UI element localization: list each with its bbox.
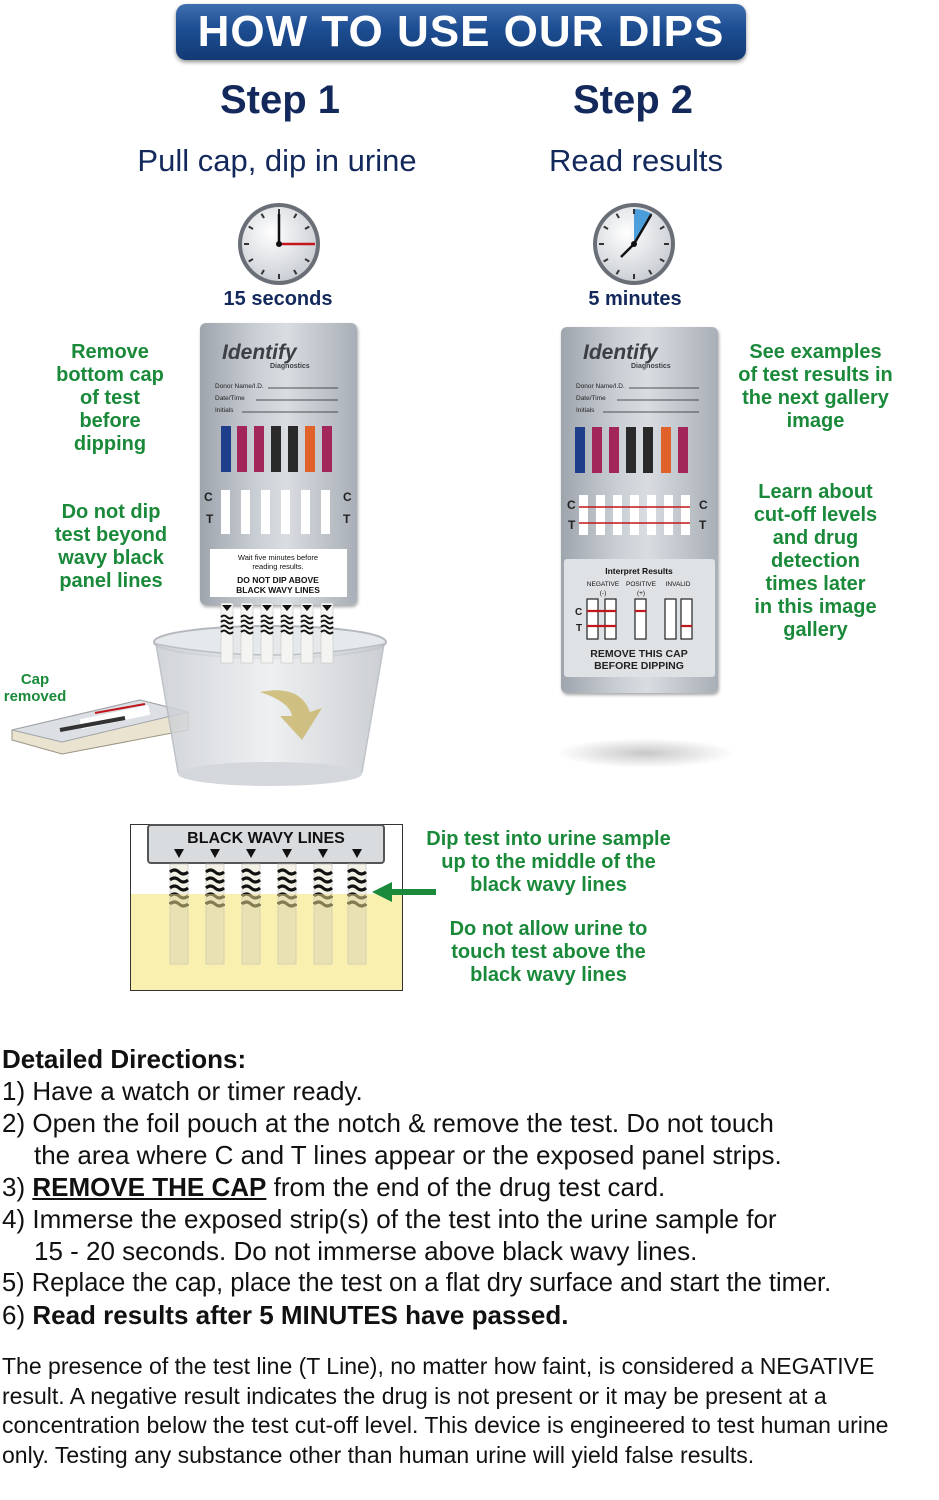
card-brand: Identify [222, 341, 298, 364]
svg-text:C: C [699, 498, 708, 512]
directions-title: Detailed Directions: [2, 1044, 247, 1074]
direction-3: 3) REMOVE THE CAP from the end of the dr… [2, 1172, 666, 1202]
svg-text:BEFORE DIPPING: BEFORE DIPPING [594, 660, 684, 672]
step-1-title: Step 1 [219, 78, 341, 122]
svg-text:T: T [568, 518, 576, 532]
svg-text:Donor Name/I.D.: Donor Name/I.D. [576, 383, 625, 390]
direction-6: 6) Read results after 5 MINUTES have pas… [2, 1300, 569, 1330]
svg-text:C: C [343, 490, 352, 504]
direction-4a: 4) Immerse the exposed strip(s) of the t… [2, 1204, 777, 1234]
svg-text:DO NOT DIP ABOVE: DO NOT DIP ABOVE [237, 575, 319, 585]
removed-cap-image [11, 699, 189, 755]
test-card-step-1-details: Identify Diagnostics Donor Name/I.D. Dat… [204, 341, 352, 597]
svg-text:Initials: Initials [215, 407, 234, 414]
test-card-step-2-details: Identify Diagnostics Donor Name/I.D. Dat… [564, 341, 715, 677]
svg-text:T: T [699, 518, 707, 532]
step-2-title: Step 2 [572, 78, 694, 122]
svg-text:C: C [204, 490, 213, 504]
svg-text:(-): (-) [600, 590, 607, 597]
card-brand: Identify [583, 341, 659, 364]
svg-text:BLACK WAVY LINES: BLACK WAVY LINES [236, 585, 320, 595]
step-1-subtitle: Pull cap, dip in urine [137, 143, 417, 178]
svg-text:POSITIVE: POSITIVE [626, 581, 657, 588]
svg-text:T: T [343, 512, 351, 526]
detail-header: BLACK WAVY LINES [187, 830, 345, 847]
direction-3-emphasis: REMOVE THE CAP [32, 1172, 267, 1202]
svg-text:T: T [576, 623, 582, 634]
direction-5: 5) Replace the cap, place the test on a … [2, 1269, 832, 1297]
svg-text:Diagnostics: Diagnostics [270, 363, 310, 370]
svg-text:REMOVE THIS CAP: REMOVE THIS CAP [590, 648, 687, 660]
negative-result-paragraph: The presence of the test line (T Line), … [2, 1353, 889, 1468]
svg-text:Date/Time: Date/Time [215, 395, 245, 402]
time-label-15-seconds: 15 seconds [223, 288, 333, 310]
clock-15-seconds-icon [238, 203, 320, 285]
svg-text:T: T [206, 512, 214, 526]
card-shadow [555, 738, 735, 768]
svg-text:Initials: Initials [576, 407, 595, 414]
direction-4b: 15 - 20 seconds. Do not immerse above bl… [34, 1236, 698, 1266]
pointer-arrow-icon [372, 882, 436, 902]
svg-text:Donor Name/I.D.: Donor Name/I.D. [215, 383, 264, 390]
svg-text:INVALID: INVALID [666, 581, 691, 588]
direction-6-emphasis: Read results after 5 MINUTES have passed… [32, 1300, 569, 1330]
svg-text:reading results.: reading results. [252, 562, 303, 571]
svg-text:Wait five minutes before: Wait five minutes before [238, 553, 318, 562]
page-banner: HOW TO USE OUR DIPS [176, 4, 746, 60]
direction-2b: the area where C and T lines appear or t… [34, 1140, 782, 1170]
svg-text:Interpret Results: Interpret Results [605, 566, 673, 576]
wavy-strips [220, 603, 334, 664]
svg-text:C: C [567, 498, 576, 512]
time-label-5-minutes: 5 minutes [588, 288, 682, 310]
svg-text:C: C [575, 607, 582, 618]
direction-1: 1) Have a watch or timer ready. [2, 1076, 363, 1106]
step-2-subtitle: Read results [548, 143, 724, 178]
svg-text:Date/Time: Date/Time [576, 395, 606, 402]
clock-5-minutes-icon [593, 203, 675, 285]
svg-text:(+): (+) [637, 590, 645, 597]
dip-depth-detail-image: BLACK WAVY LINES [130, 824, 403, 991]
svg-text:NEGATIVE: NEGATIVE [587, 581, 620, 588]
svg-text:Diagnostics: Diagnostics [631, 363, 671, 370]
direction-2a: 2) Open the foil pouch at the notch & re… [2, 1108, 774, 1138]
